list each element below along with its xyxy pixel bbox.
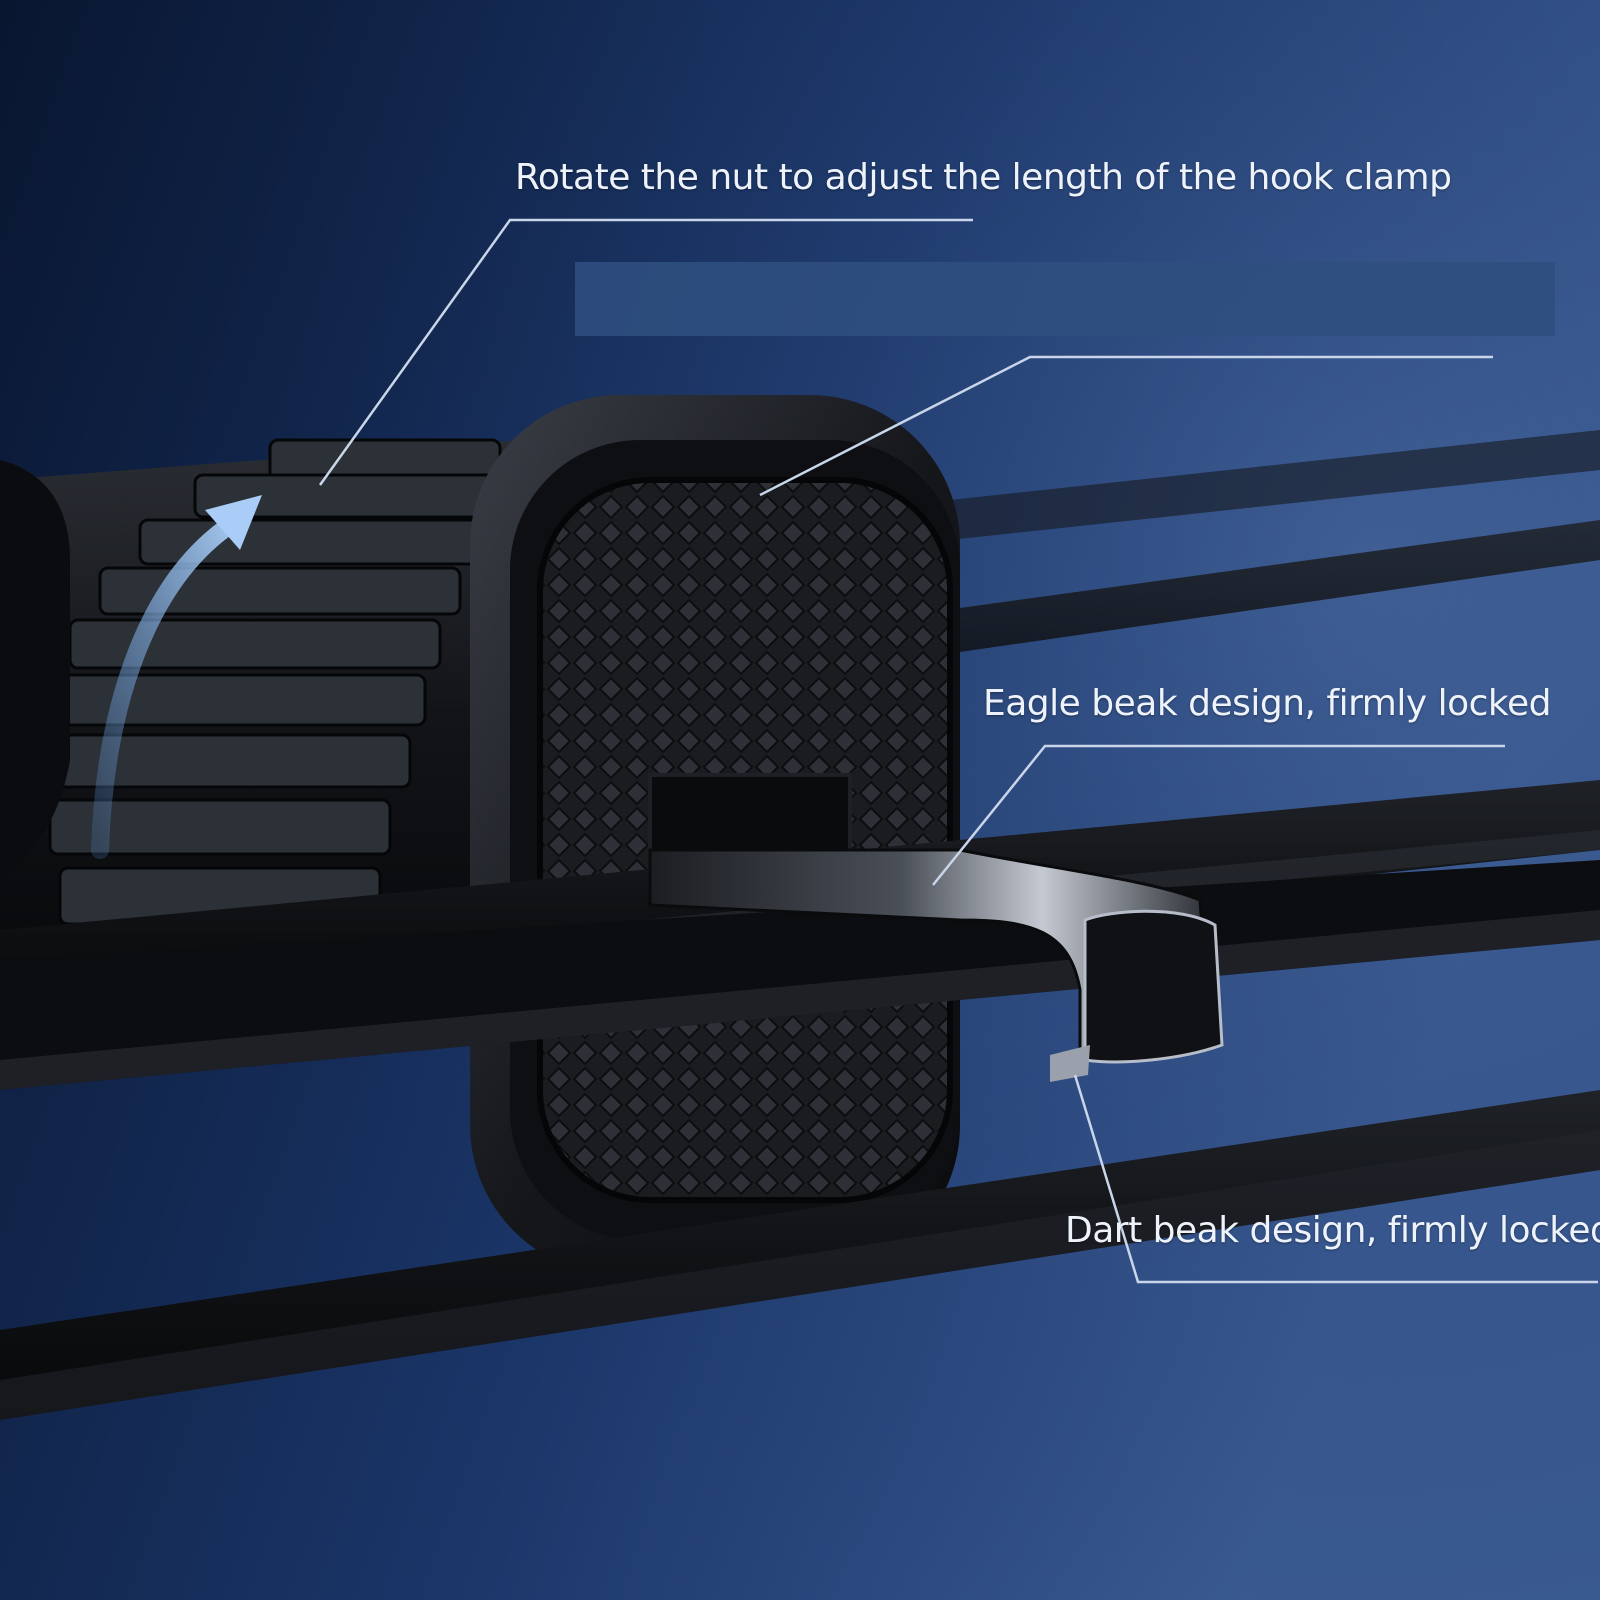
callout-dart-beak: Dart beak design, firmly locked [1065,1210,1600,1251]
callout-eagle-beak: Eagle beak design, firmly locked [983,683,1551,724]
rotate-arrow-icon [205,495,262,550]
callout-nut-adjust: Rotate the nut to adjust the length of t… [515,157,1452,198]
